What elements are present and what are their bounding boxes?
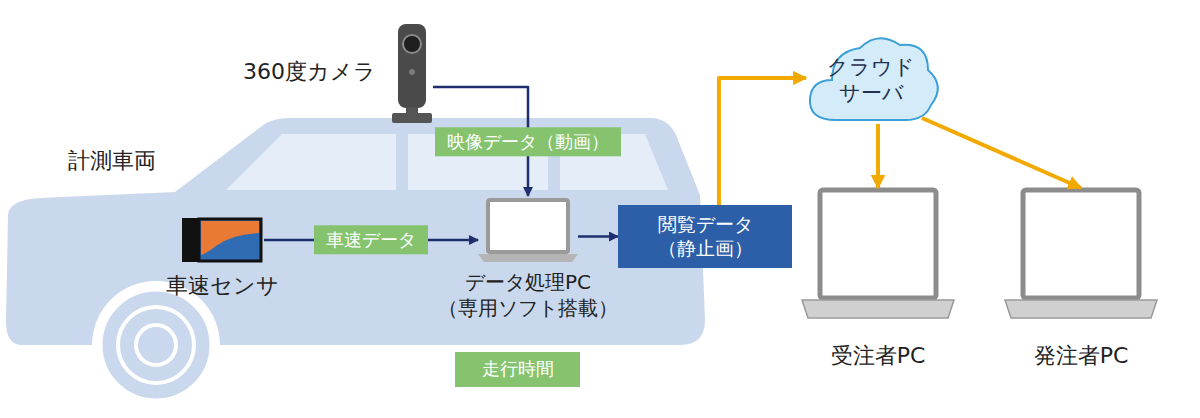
vehicle-outline: 車速センサデータ処理PC （専用ソフト搭載）計測車両 (0, 95, 710, 405)
node-label: 発注者PC (1034, 342, 1129, 370)
laptop-base (802, 300, 954, 318)
connector-arrow (922, 118, 1081, 188)
car-window (226, 134, 396, 190)
pc-node: データ処理PC （専用ソフト搭載） (478, 196, 578, 264)
node-label: 受注者PC (831, 342, 926, 370)
cloud-shape (810, 38, 938, 120)
connector-arrow (433, 87, 528, 196)
cloud-node: クラウド サーバ (806, 32, 936, 124)
laptop-base (1005, 300, 1157, 318)
camera-dot (409, 69, 415, 75)
laptop-base (478, 254, 578, 262)
node-label: クラウド サーバ (816, 54, 926, 107)
edge-label: 映像データ（動画） (435, 127, 621, 156)
laptop-screen (488, 200, 568, 252)
car-wheel (136, 325, 176, 365)
camera-base (392, 113, 432, 123)
node-label: 360度カメラ (243, 58, 376, 86)
sensor-body (182, 218, 200, 262)
node-label: 走行時間 (482, 358, 554, 381)
car-window (560, 134, 668, 190)
camera-lens (403, 35, 421, 53)
node-label: 閲覧データ （静止画） (626, 213, 784, 261)
camera-body (398, 24, 426, 108)
laptop-screen (820, 190, 936, 298)
sensor-graph (201, 221, 259, 255)
camera-stand (406, 107, 418, 114)
data-box: 閲覧データ （静止画） (618, 205, 792, 268)
client-pc-node: 受注者PC (800, 188, 956, 320)
connector-arrow (264, 239, 478, 242)
node-label: 車速センサ (166, 272, 279, 300)
car-wheel (118, 307, 194, 383)
node-label: データ処理PC （専用ソフト搭載） (418, 269, 638, 321)
sensor-screen (199, 219, 261, 261)
laptop-screen (1023, 190, 1139, 298)
car-wheel (100, 289, 212, 401)
client-pc-node: 発注者PC (1003, 188, 1159, 320)
connector-arrow (876, 124, 880, 188)
node-label: 計測車両 (68, 147, 156, 175)
camera-node: 360度カメラ (388, 22, 433, 127)
connector-arrow (719, 78, 806, 205)
sensor-node: 車速センサ (180, 216, 264, 264)
time-box: 走行時間 (455, 352, 580, 387)
connector-arrow (578, 235, 618, 238)
edge-label: 車速データ (314, 225, 428, 254)
